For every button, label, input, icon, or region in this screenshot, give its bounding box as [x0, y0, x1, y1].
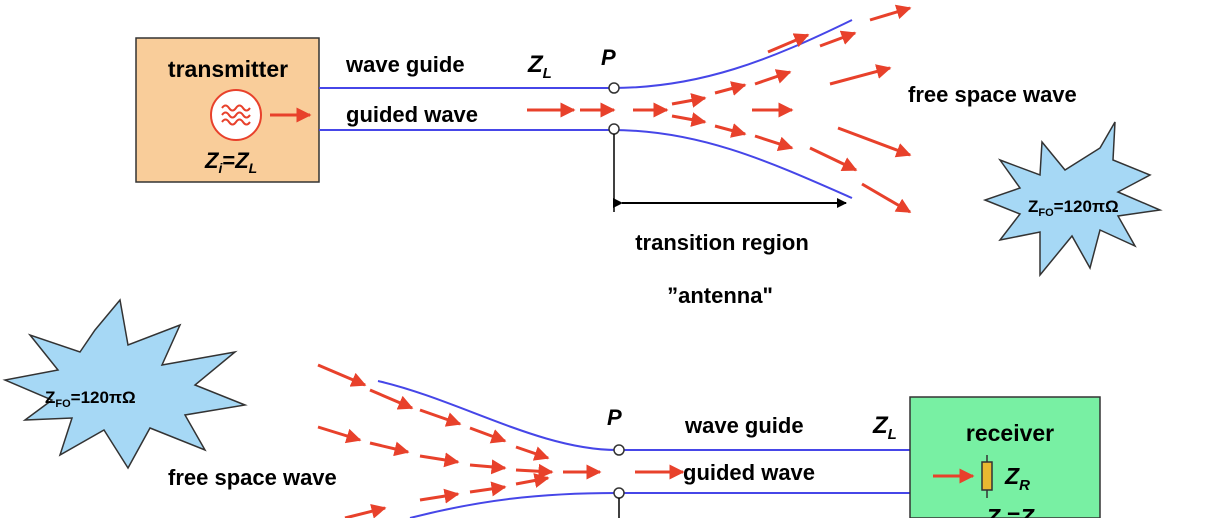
resistor-icon: [981, 455, 993, 498]
bottom-terminal-upper: [613, 444, 625, 456]
top-waveguide-label: wave guide: [345, 52, 465, 77]
bottom-free-space-impedance-burst: ZFO=120πΩ: [2, 298, 248, 470]
top-free-space-impedance-burst: ZFO=120πΩ: [982, 121, 1163, 278]
transition-region-label: transition region: [635, 230, 809, 255]
top-terminal-upper: [608, 82, 620, 94]
top-free-space-label: free space wave: [908, 82, 1077, 107]
bottom-guided-wave-label: guided wave: [683, 460, 815, 485]
receiver-box: receiver ZR Z =Z: [909, 396, 1101, 518]
transmitter-label: transmitter: [168, 56, 288, 82]
receiver-partial-impedance: Z =Z: [985, 504, 1035, 518]
top-zl-label: ZL: [527, 51, 552, 82]
bottom-free-space-label: free space wave: [168, 465, 337, 490]
top-impedance-text: ZFO=120πΩ: [1028, 197, 1119, 219]
top-wave-arrows: [527, 4, 912, 214]
antenna-label: ”antenna": [667, 283, 773, 308]
receiver-label: receiver: [966, 420, 1054, 446]
top-point-label: P: [601, 45, 616, 70]
bottom-waveguide: [377, 380, 910, 518]
transmitter-box: transmitter Zi=ZL: [135, 37, 320, 183]
bottom-point-label: P: [607, 405, 622, 430]
transmitter-impedance: Zi=ZL: [204, 148, 257, 176]
top-terminal-lower: [608, 123, 620, 135]
bottom-impedance-text: ZFO=120πΩ: [45, 388, 136, 410]
ac-source-icon: [210, 89, 262, 141]
bottom-zl-label: ZL: [872, 412, 897, 443]
top-guided-wave-label: guided wave: [346, 102, 478, 127]
receiver-zr-label: ZR: [1004, 463, 1030, 494]
top-waveguide: [319, 19, 853, 199]
bottom-waveguide-label: wave guide: [684, 413, 804, 438]
bottom-wave-arrows: [317, 363, 685, 518]
bottom-terminal-lower: [613, 487, 625, 499]
